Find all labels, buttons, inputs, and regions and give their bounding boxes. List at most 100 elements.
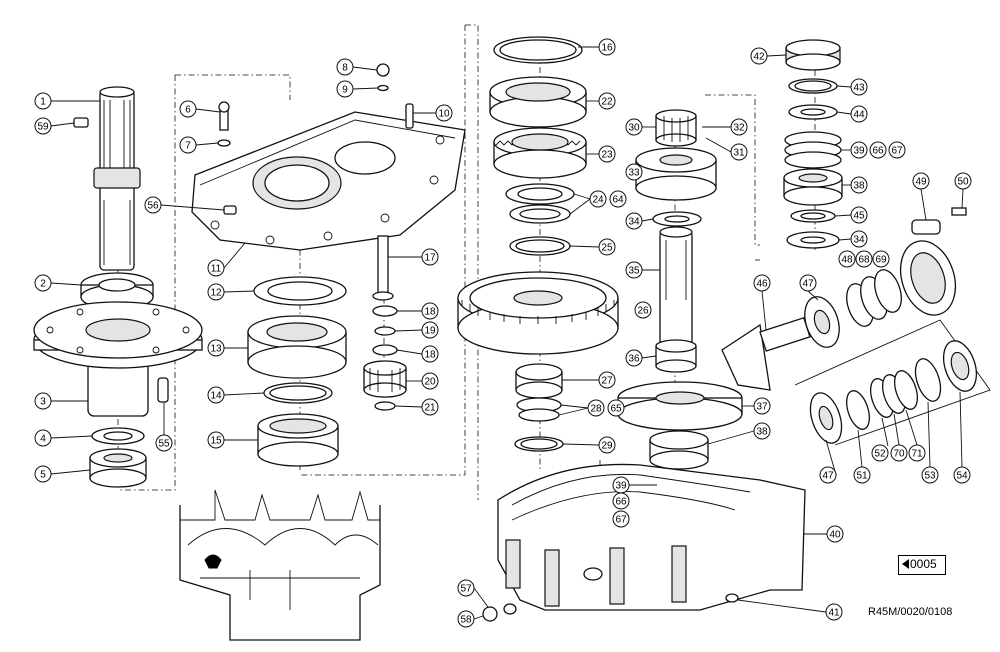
callout-number: 32 (733, 123, 745, 134)
callout-c26: 26 (634, 301, 652, 319)
callout-circle (912, 172, 930, 190)
callout-circle (890, 444, 908, 462)
callout-c29: 29 (598, 436, 616, 454)
callout-c42: 42 (750, 47, 768, 65)
cover-plate-11 (191, 63, 466, 251)
callout-number: 34 (853, 235, 865, 246)
callout-circle (612, 510, 630, 528)
callout-circle (730, 118, 748, 136)
callout-number: 59 (37, 122, 49, 133)
callout-circle (953, 466, 971, 484)
callout-c20: 20 (421, 372, 439, 390)
callout-c66a: 66 (612, 492, 630, 510)
callout-number: 8 (342, 63, 348, 74)
callout-circle (34, 274, 52, 292)
callout-c31: 31 (730, 143, 748, 161)
callout-circle (34, 117, 52, 135)
callout-c10: 10 (435, 104, 453, 122)
callout-number: 55 (158, 439, 170, 450)
callout-c6: 6 (179, 100, 197, 118)
callout-number: 20 (424, 377, 436, 388)
callout-number: 44 (853, 110, 865, 121)
callout-circle (954, 172, 972, 190)
callout-circle (336, 58, 354, 76)
callout-c32: 32 (730, 118, 748, 136)
callout-c4: 4 (34, 429, 52, 447)
callout-number: 53 (924, 471, 936, 482)
callout-c37: 37 (753, 397, 771, 415)
callout-c52: 52 (871, 444, 889, 462)
callout-number: 21 (424, 403, 436, 414)
callout-circle (207, 431, 225, 449)
callout-number: 35 (628, 266, 640, 277)
callout-number: 24 (592, 195, 604, 206)
callout-c34b: 34 (850, 230, 868, 248)
callout-c7: 7 (179, 136, 197, 154)
callout-c57: 57 (457, 579, 475, 597)
callout-number: 34 (628, 217, 640, 228)
callout-circle (457, 610, 475, 628)
callout-circle (838, 250, 856, 268)
callout-number: 15 (210, 436, 222, 447)
callout-number: 5 (40, 470, 46, 481)
callout-c54: 54 (953, 466, 971, 484)
callout-number: 7 (185, 141, 191, 152)
callout-circle (921, 466, 939, 484)
guard-inset (179, 489, 381, 641)
callout-circle (598, 436, 616, 454)
callout-number: 46 (756, 279, 768, 290)
bearing-5 (89, 448, 147, 488)
callout-circle (336, 80, 354, 98)
callout-c48: 48 (838, 250, 856, 268)
callout-circle (34, 429, 52, 447)
callout-number: 47 (822, 471, 834, 482)
callout-c36: 36 (625, 349, 643, 367)
callout-circle (612, 492, 630, 510)
callout-c27: 27 (598, 371, 616, 389)
callout-circle (625, 349, 643, 367)
arrow-left-icon (902, 559, 909, 569)
callout-number: 49 (915, 177, 927, 188)
callout-circle (750, 47, 768, 65)
callout-c44: 44 (850, 105, 868, 123)
callout-circle (826, 525, 844, 543)
callout-circle (179, 100, 197, 118)
callout-number: 27 (601, 376, 613, 387)
callout-c51: 51 (853, 466, 871, 484)
callout-number: 26 (637, 306, 649, 317)
idler-stack-17-21 (363, 235, 407, 411)
callout-c64: 64 (609, 190, 627, 208)
callout-circle (888, 141, 906, 159)
callout-circle (853, 466, 871, 484)
callout-circle (598, 38, 616, 56)
callout-number: 9 (342, 85, 348, 96)
callout-number: 43 (853, 83, 865, 94)
callout-c21: 21 (421, 398, 439, 416)
callout-number: 64 (612, 195, 624, 206)
callout-c15: 15 (207, 431, 225, 449)
callout-number: 48 (841, 255, 853, 266)
callout-circle (850, 176, 868, 194)
callout-number: 39 (615, 481, 627, 492)
callout-circle (850, 230, 868, 248)
callout-number: 31 (733, 148, 745, 159)
callout-number: 71 (911, 449, 923, 460)
callout-number: 22 (601, 97, 613, 108)
callout-number: 28 (590, 404, 602, 415)
callout-number: 52 (874, 449, 886, 460)
callout-number: 3 (40, 397, 46, 408)
callout-c30: 30 (625, 118, 643, 136)
callout-number: 50 (957, 177, 969, 188)
callout-c34a: 34 (625, 212, 643, 230)
callout-number: 1 (40, 97, 46, 108)
callout-circle (908, 444, 926, 462)
callout-circle (607, 399, 625, 417)
callout-number: 41 (828, 608, 840, 619)
callout-c56: 56 (144, 196, 162, 214)
callout-number: 66 (615, 497, 627, 508)
callout-c18a: 18 (421, 302, 439, 320)
callout-number: 67 (891, 146, 903, 157)
callout-c28: 28 (587, 399, 605, 417)
callout-circle (598, 238, 616, 256)
document-code: R45M/0020/0108 (868, 606, 953, 618)
